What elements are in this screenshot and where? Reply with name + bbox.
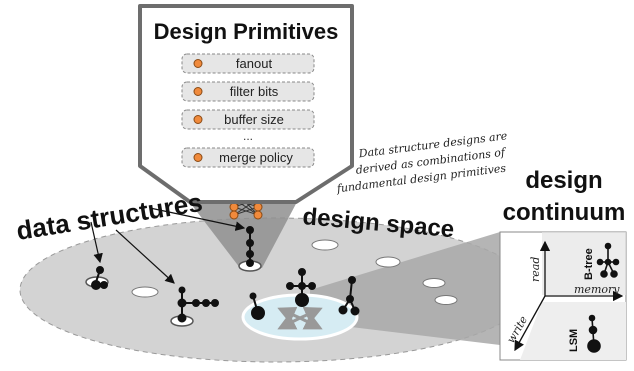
data-structure-tree-left <box>85 266 109 290</box>
data-structure-tree-b <box>286 268 316 307</box>
data-structure-tree-top <box>238 226 262 272</box>
empty-design-points <box>131 239 458 305</box>
svg-text:buffer size: buffer size <box>224 112 284 127</box>
primitive-dot-icon <box>193 115 203 124</box>
continuum-panel: read memory write B-tree LSM <box>499 231 627 361</box>
data-structure-tree-middle <box>170 286 219 327</box>
btree-label: B-tree <box>583 248 595 280</box>
navigation-arrows <box>277 306 323 330</box>
primitives-funnel <box>188 200 298 268</box>
primitive-fanout: fanout <box>181 53 315 74</box>
data-structure-tree-a <box>249 292 265 320</box>
continuum-label: continuum <box>503 199 626 226</box>
primitives-title: Design Primitives <box>154 19 339 44</box>
read-axis-label: read <box>529 257 542 282</box>
primitive-merge-policy: merge policy <box>181 147 315 168</box>
design-label: design <box>525 167 602 194</box>
design-primitives-panel: Design Primitives fanout filter bits buf… <box>138 4 354 204</box>
data-structures-arrows <box>90 207 246 284</box>
svg-text:fanout: fanout <box>236 56 273 71</box>
btree-glyph <box>596 242 620 278</box>
lsm-glyph <box>587 314 601 353</box>
primitive-dot-icon <box>193 87 203 96</box>
data-structure-tree-c <box>338 276 360 316</box>
annotation-note: Data structure designs are derived as co… <box>335 129 508 195</box>
primitive-filter-bits: filter bits <box>181 81 315 102</box>
svg-text:merge policy: merge policy <box>219 150 293 165</box>
memory-axis-label: memory <box>574 283 620 296</box>
svg-text:filter bits: filter bits <box>230 84 279 99</box>
primitive-buffer-size: buffer size <box>181 109 315 130</box>
write-axis <box>514 295 546 352</box>
primitives-ellipsis: ... <box>243 129 253 143</box>
primitive-dot-icon <box>193 153 203 162</box>
primitive-dot-icon <box>193 59 203 68</box>
lsm-label: LSM <box>568 329 580 352</box>
